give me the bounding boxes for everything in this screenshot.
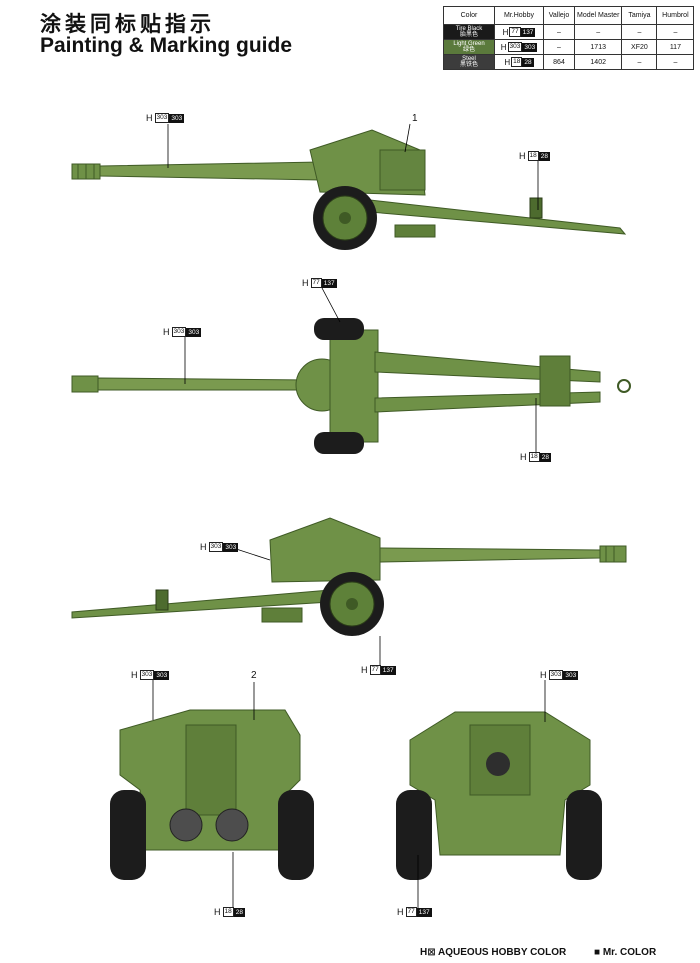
mr-color-mark-icon: ■ — [594, 947, 601, 958]
legend-aqueous: H⊠ AQUEOUS HOBBY COLOR — [420, 947, 566, 958]
top-view-illustration — [71, 318, 631, 454]
model-master-code: 1402 — [573, 54, 623, 70]
front-view-illustration — [396, 711, 602, 880]
legend-mr-color: ■ Mr. COLOR — [594, 947, 656, 958]
side-view-left-illustration — [71, 129, 627, 250]
tamiya-code: – — [621, 54, 658, 70]
aqueous-label: AQUEOUS HOBBY COLOR — [438, 947, 567, 958]
vallejo-code: 864 — [543, 54, 575, 70]
color-reference-table: Color Mr.Hobby Vallejo Model Master Tami… — [443, 6, 695, 70]
page-title-en: Painting & Marking guide — [40, 34, 293, 57]
rear-view-illustration — [110, 709, 314, 880]
aqueous-mark-icon: H⊠ — [420, 947, 436, 958]
humbrol-code: – — [656, 54, 695, 70]
page-title-cn: 涂装同标贴指示 — [40, 12, 215, 36]
mr-color-label: Mr. COLOR — [602, 947, 657, 958]
decal-marker-1: 1 — [412, 113, 418, 124]
side-view-right-illustration — [71, 517, 627, 636]
table-header-row: Color Mr.Hobby Vallejo Model Master Tami… — [443, 6, 695, 25]
decal-marker-2: 2 — [251, 670, 257, 681]
